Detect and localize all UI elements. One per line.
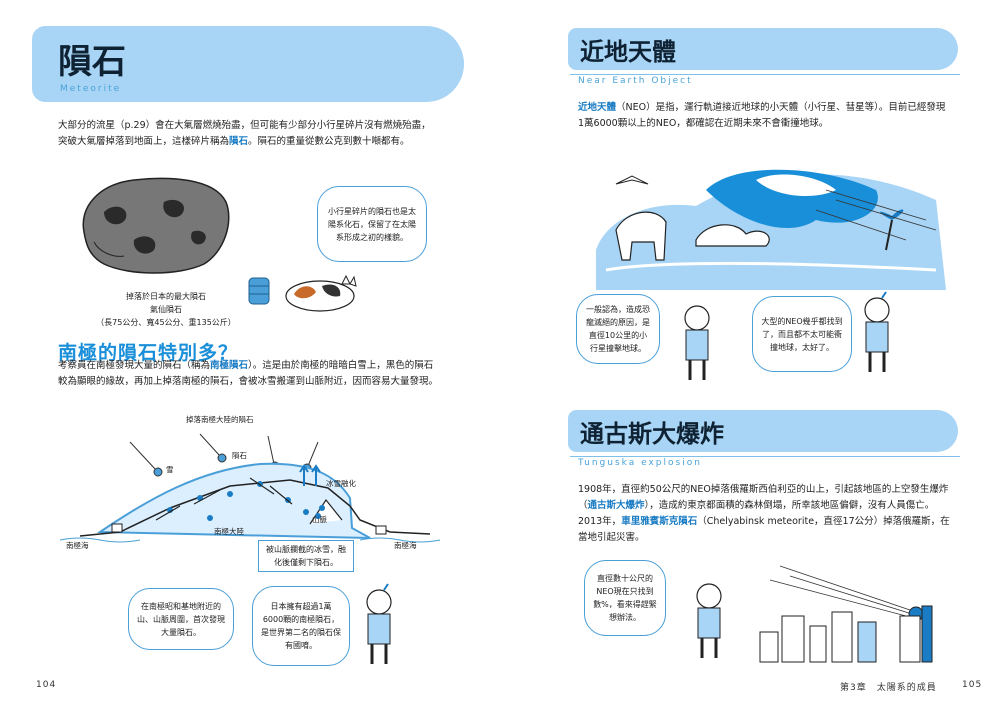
diagram-label-snow: 雪 [166, 465, 174, 474]
page-title-tunguska: 通古斯大爆炸 [580, 420, 724, 448]
meteorite-intro-text: 大部分的流星（p.29）會在大氣層燃燒殆盡，但可能有少部分小行星碎片沒有燃燒殆盡… [58, 120, 431, 147]
neo-title-tab [568, 28, 958, 70]
page-subtitle-neo: Near Earth Object [578, 76, 693, 86]
diagram-title: 掉落南極大陸的隕石 [186, 415, 254, 424]
astronaut-illustration-tunguska [696, 583, 722, 658]
diagram-label-mountain: 山脈 [312, 515, 327, 524]
neo-text: 近地天體（NEO）是指，運行軌道接近地球的小天體（小行星、彗星等）。目前已經發現… [578, 102, 946, 129]
neo-title-rule [570, 74, 960, 75]
bubble-dinosaur-extinction: 一般認為，造成恐龍滅絕的原因，是直徑10公里的小行星撞擊地球。 [576, 294, 660, 364]
meteorite-caption: 掉落於日本的最大隕石 氣仙隕石 （長75公分、寬45公分、重135公斤） [96, 292, 236, 327]
meteorite-title-tab [32, 26, 464, 102]
bubble-discovery: 在南極昭和基地附近的山、山脈周圍，首次發現大量隕石。 [128, 588, 234, 650]
page-number-right: 105 [962, 680, 983, 690]
diagram-label-sea-left: 南極海 [66, 541, 89, 550]
astronaut-illustration-left [366, 583, 392, 664]
bubble-big-neo: 大型的NEO幾乎都找到了，而且都不太可能衝撞地球，太好了。 [752, 296, 852, 372]
page-subtitle-tunguska: Tunguska explosion [578, 458, 702, 468]
astronaut-illustration-neo-2 [864, 291, 890, 372]
footer-chapter: 第3章 太陽系的成員 [840, 683, 937, 693]
diagram-label-sea-right: 南極海 [394, 541, 417, 550]
page-subtitle-meteorite: Meteorite [60, 84, 122, 94]
meteor-over-city-illustration [759, 565, 933, 663]
page-title-meteorite: 隕石 [58, 42, 126, 82]
tunguska-title-tab [568, 410, 958, 452]
bubble-japan: 日本擁有超過1萬6000顆的南極隕石，是世界第二名的隕石保有國唷。 [252, 586, 350, 666]
bucket-illustration [248, 277, 270, 305]
dinosaur-scene-illustration [596, 169, 946, 290]
diagram-label-continent: 南極大陸 [214, 527, 244, 536]
page-title-neo: 近地天體 [580, 38, 676, 66]
meteorite-illustration [82, 177, 230, 274]
left-page [0, 0, 500, 709]
diagram-box-blocked: 被山脈攔截的冰雪，融化後僅剩下隕石。 [258, 540, 354, 572]
cat-illustration [285, 274, 357, 312]
diagram-label-ice-melt: 冰雪融化 [326, 479, 356, 488]
antarctica-text: 考察員在南極發現大量的隕石（稱為南極隕石）。這是由於南極的暗暗白雪上，黑色的隕石… [58, 360, 439, 387]
bubble-tens-of-meters: 直徑數十公尺的NEO現在只找到數%，看來得趕緊想辦法。 [584, 560, 666, 636]
tunguska-title-rule [570, 456, 960, 457]
tunguska-text: 1908年，直徑約50公尺的NEO掉落俄羅斯西伯利亞的山上，引起該地區的上空發生… [578, 484, 950, 543]
page-number-left: 104 [36, 680, 57, 690]
section-heading-antarctica: 南極的隕石特別多？ [58, 342, 239, 364]
antarctica-diagram [59, 433, 441, 543]
astronaut-illustration-neo-1 [684, 305, 710, 380]
diagram-label-meteorite: 隕石 [232, 451, 247, 460]
bubble-fragment-fossil: 小行星碎片的隕石也是太陽系化石，保留了在太陽系形成之初的樣貌。 [317, 186, 427, 262]
